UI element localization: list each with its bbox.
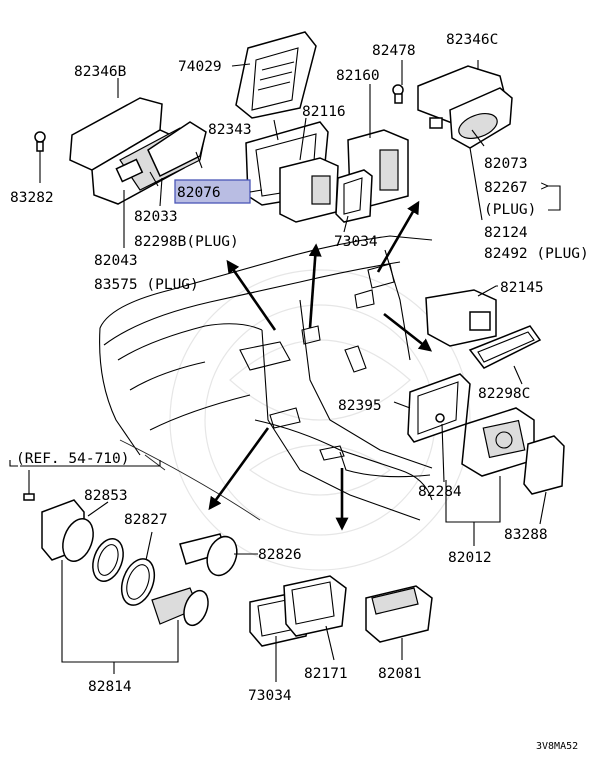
label-73034-bottom: 73034: [248, 688, 292, 704]
switch-panel-82346b: [69, 97, 207, 205]
label-82081: 82081: [378, 666, 422, 682]
leader-lines: [9, 63, 561, 682]
label-82826: 82826: [258, 547, 302, 563]
switch-panel-82346c: [417, 60, 513, 149]
label-82346c: 82346C: [446, 32, 498, 48]
label-74029: 74029: [178, 59, 222, 75]
label-82043: 82043: [94, 253, 138, 269]
label-82343: 82343: [208, 122, 252, 138]
label-ref-54-710: (REF. 54-710): [16, 451, 130, 467]
label-82814: 82814: [88, 679, 132, 695]
label-83575: 83575 (PLUG): [94, 277, 199, 293]
label-82171: 82171: [304, 666, 348, 682]
switch-82160: [335, 129, 409, 223]
label-82395: 82395: [338, 398, 382, 414]
label-83282: 83282: [10, 190, 54, 206]
switch-assembly-82012: [407, 373, 565, 495]
label-82073: 82073: [484, 156, 528, 172]
bezel-74029: [235, 31, 317, 119]
label-82267-plug: (PLUG): [484, 202, 536, 218]
lighter-assembly: [23, 470, 238, 674]
label-82478: 82478: [372, 43, 416, 59]
label-82145: 82145: [500, 280, 544, 296]
switch-82116: [279, 157, 339, 223]
label-83288: 83288: [504, 527, 548, 543]
label-82116: 82116: [302, 104, 346, 120]
switch-82171: [249, 575, 347, 647]
label-82827: 82827: [124, 512, 168, 528]
label-82284: 82284: [418, 484, 462, 500]
screw-82478-icon: [392, 60, 404, 104]
label-82298b: 82298B(PLUG): [134, 234, 239, 250]
label-82853: 82853: [84, 488, 128, 504]
label-82346b: 82346B: [74, 64, 127, 80]
switch-82081: [365, 585, 433, 643]
screw-83282-icon: [34, 131, 46, 183]
label-82492: 82492 (PLUG): [484, 246, 589, 262]
pointer-arrows: [208, 200, 433, 531]
diagram-code: 3V8MA52: [536, 741, 578, 752]
label-82298c: 82298C: [478, 386, 530, 402]
panel-82298c: [468, 325, 542, 369]
label-82124: 82124: [484, 225, 528, 241]
label-82033: 82033: [134, 209, 178, 225]
part-labels: 74029 82346B 83282 82343 82116 82076 820…: [10, 32, 589, 752]
switch-82145: [425, 289, 497, 347]
dashboard-outline: [99, 235, 433, 521]
label-82076: 82076: [177, 185, 221, 201]
label-82160: 82160: [336, 68, 380, 84]
label-82012: 82012: [448, 550, 492, 566]
label-82267: 82267: [484, 180, 528, 196]
label-73034-top: 73034: [334, 234, 378, 250]
